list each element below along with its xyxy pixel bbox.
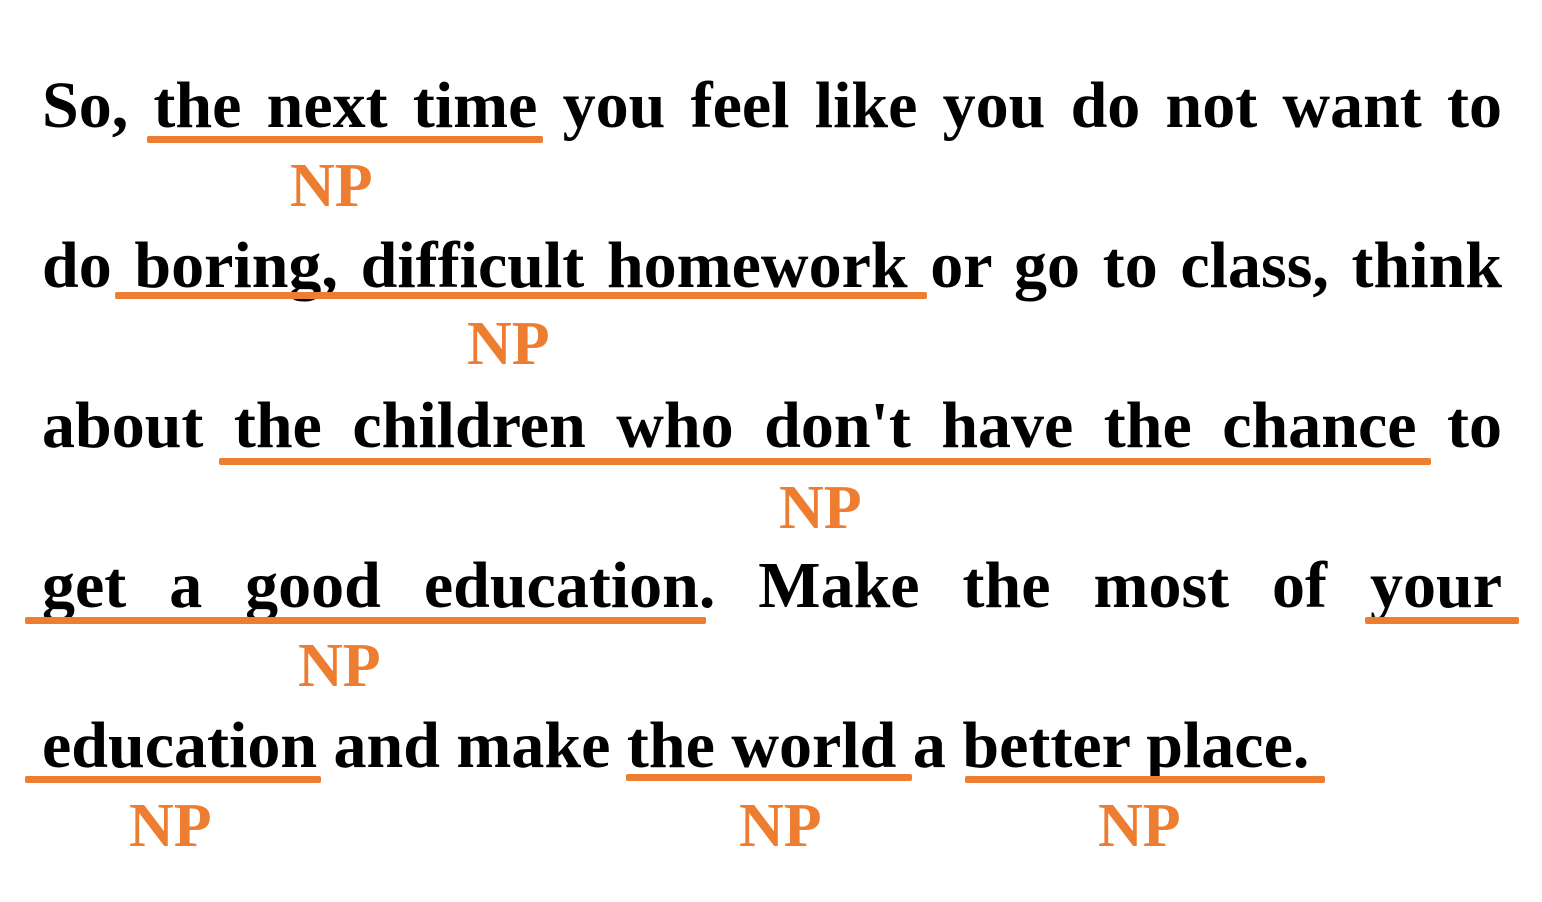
np-underline (25, 776, 321, 783)
np-underline (219, 458, 1431, 465)
np-label: NP (129, 792, 212, 860)
np-label: NP (298, 632, 381, 700)
np-underline (965, 776, 1325, 783)
np-underline (115, 292, 927, 299)
np-label: NP (467, 310, 550, 378)
text-line-4: get a good education. Make the most of y… (42, 549, 1502, 622)
np-label: NP (739, 792, 822, 860)
text-line-2: do boring, difficult homework or go to c… (42, 229, 1502, 302)
np-label: NP (779, 474, 862, 542)
np-underline (147, 136, 543, 143)
np-underline (25, 617, 706, 624)
np-underline (626, 774, 912, 781)
np-label: NP (290, 152, 373, 220)
np-label: NP (1098, 792, 1181, 860)
text-line-3: about the children who don't have the ch… (42, 389, 1502, 462)
text-line-5: education and make the world a better pl… (42, 709, 1310, 782)
text-line-1: So, the next time you feel like you do n… (42, 69, 1502, 142)
np-underline (1365, 617, 1519, 624)
